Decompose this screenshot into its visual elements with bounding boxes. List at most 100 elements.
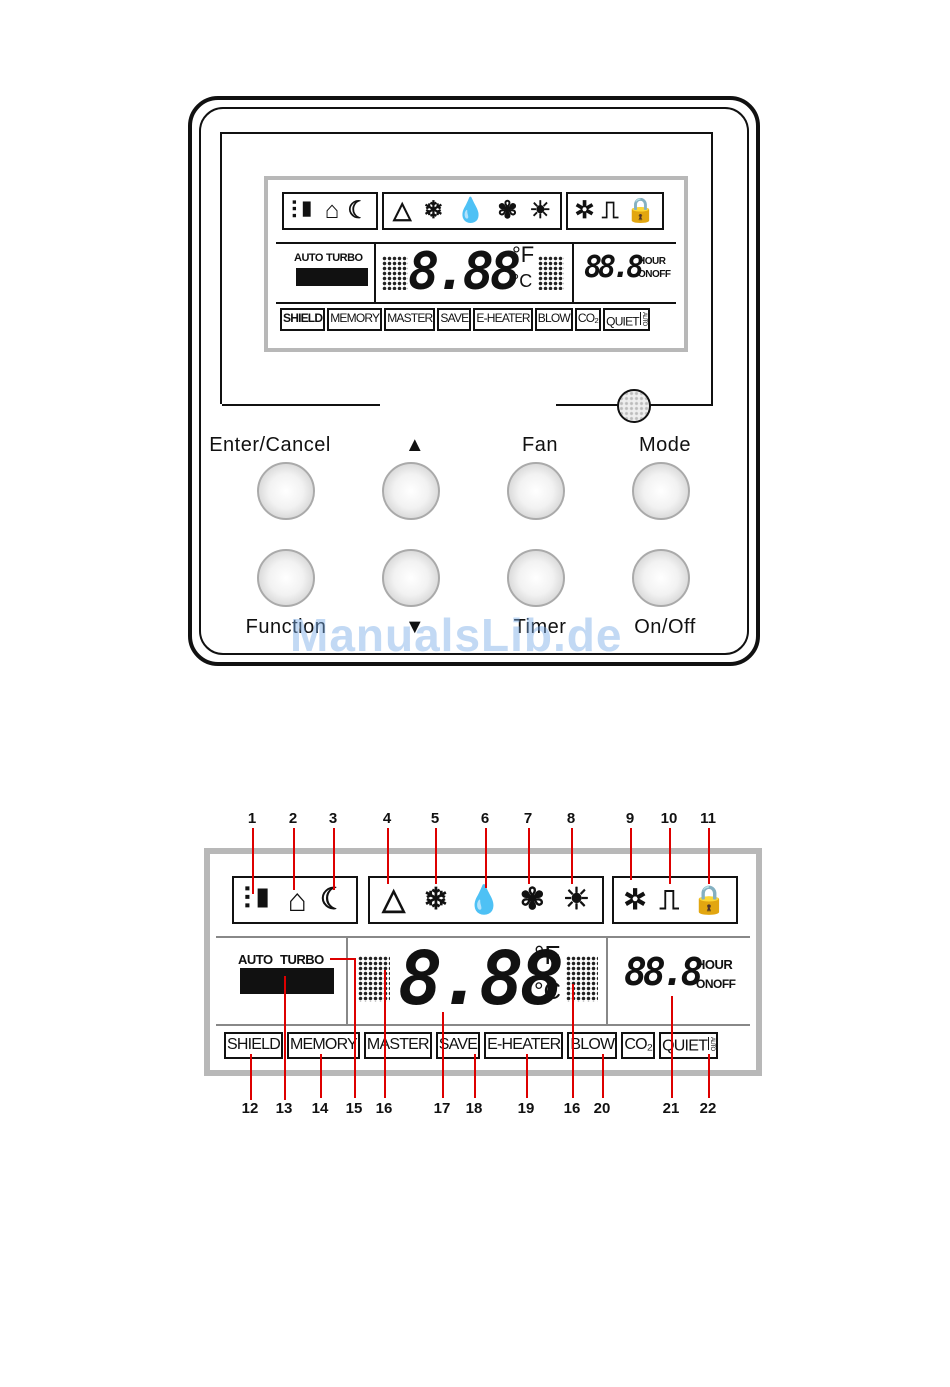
timer-button[interactable]: [507, 549, 565, 607]
tag-blow: BLOW: [567, 1032, 618, 1060]
swing-dots-left: [382, 256, 408, 290]
tag-co2: CO₂: [574, 308, 602, 332]
callout-line-13: [284, 976, 286, 1100]
callout-line-15: [354, 958, 356, 1098]
auto-label: AUTO: [294, 252, 323, 264]
enter-cancel-label: Enter/Cancel: [209, 434, 331, 456]
callout-line-21: [671, 996, 673, 1098]
onoff-label: ONOFF: [638, 269, 671, 280]
fan-icon: ✾: [497, 197, 518, 224]
callout-line-6: [485, 828, 487, 888]
hour-label: HOUR: [696, 957, 733, 972]
callout-14: 14: [311, 1100, 329, 1117]
cool-icon: ❄: [423, 197, 444, 224]
callout-22: 22: [699, 1100, 717, 1117]
callout-2: 2: [288, 810, 298, 827]
callout-line-4: [387, 828, 389, 884]
callout-11: 11: [700, 810, 716, 827]
lcd-detail: ⫶▮ ⌂ ☾ △ ❄ 💧 ✾ ☀ ✲ ⎍ 🔒 AUTO TURBO 8.88 °…: [204, 848, 762, 1076]
tag-blow: BLOW: [534, 308, 573, 332]
callout-line-17: [442, 1012, 444, 1098]
tag-co2: CO₂: [621, 1032, 656, 1060]
sleep-icon: ☾: [347, 197, 369, 224]
callout-3: 3: [328, 810, 338, 827]
temperature-digits: 8.88: [408, 242, 521, 302]
receiver-sensor: [617, 389, 651, 423]
enter-cancel-button[interactable]: [257, 462, 315, 520]
tag-shield: SHIELD: [280, 308, 326, 332]
tag-memory: MEMORY: [287, 1032, 360, 1060]
defrost-icon: ✲: [623, 884, 647, 915]
callout-line-10: [669, 828, 671, 884]
detail-icon-group-3: ✲ ⎍ 🔒: [612, 876, 738, 924]
turbo-label: TURBO: [280, 952, 324, 967]
callout-line-22: [708, 1054, 710, 1098]
callout-line-3: [333, 828, 335, 890]
defrost-icon: ✲: [574, 197, 595, 224]
down-arrow-label: ▼: [404, 616, 426, 638]
callout-21: 21: [662, 1100, 680, 1117]
temperature-digits: 8.88: [398, 936, 564, 1022]
tag-shield: SHIELD: [224, 1032, 283, 1060]
callout-19: 19: [517, 1100, 535, 1117]
callout-line-15-h: [330, 958, 356, 960]
fan-button[interactable]: [507, 462, 565, 520]
fahrenheit-unit: °F: [512, 242, 535, 267]
callout-line-7: [528, 828, 530, 884]
swing-dots-right: [538, 256, 564, 290]
gate-card-icon: ⎍: [601, 197, 619, 224]
lcd-screen-top: ⫶▮ ⌂ ☾ △ ❄ 💧 ✾ ☀ ✲ ⎍ 🔒 AUTO TURBO: [264, 176, 688, 352]
callout-line-5: [435, 828, 437, 884]
function-label: Function: [245, 616, 327, 638]
auto-mode-icon: △: [392, 197, 412, 224]
callout-line-14: [320, 1054, 322, 1098]
wired-controller: ⫶▮ ⌂ ☾ △ ❄ 💧 ✾ ☀ ✲ ⎍ 🔒 AUTO TURBO: [188, 96, 760, 666]
callout-line-16a: [384, 970, 386, 1098]
lock-icon: 🔒: [691, 884, 727, 915]
callout-line-19: [526, 1054, 528, 1098]
turbo-label: TURBO: [326, 252, 363, 264]
controller-inner-border: [199, 107, 749, 655]
mode-button[interactable]: [632, 462, 690, 520]
lock-icon: 🔒: [625, 197, 656, 224]
callout-12: 12: [241, 1100, 259, 1117]
auto-label: AUTO: [238, 952, 273, 967]
function-button[interactable]: [257, 549, 315, 607]
cool-icon: ❄: [423, 883, 449, 916]
celsius-unit: °C: [512, 271, 533, 291]
callout-18: 18: [465, 1100, 483, 1117]
home-icon: ⌂: [324, 197, 340, 224]
callout-line-20: [602, 1054, 604, 1098]
up-arrow-label: ▲: [404, 434, 426, 456]
icon-group-1: ⫶▮ ⌂ ☾: [282, 192, 378, 230]
onoff-label: ONOFF: [696, 977, 736, 991]
callout-line-16b: [572, 984, 574, 1098]
callout-line-2: [293, 828, 295, 890]
callout-line-1: [252, 828, 254, 894]
callout-line-9: [630, 828, 632, 880]
callout-7: 7: [523, 810, 533, 827]
tag-eheater: E-HEATER: [484, 1032, 564, 1060]
timer-digits: 88.8: [584, 250, 644, 285]
watermark: ManualsLib.de: [290, 609, 623, 661]
callout-line-12: [250, 1054, 252, 1100]
up-button[interactable]: [382, 462, 440, 520]
tag-eheater: E-HEATER: [473, 308, 533, 332]
mode-label: Mode: [638, 434, 692, 456]
home-icon: ⌂: [287, 882, 307, 918]
callout-5: 5: [430, 810, 440, 827]
heat-icon: ☀: [563, 883, 590, 916]
down-button[interactable]: [382, 549, 440, 607]
on-off-button[interactable]: [632, 549, 690, 607]
fan-speed-bar: [296, 268, 368, 286]
tag-memory: MEMORY: [327, 308, 383, 332]
callout-20: 20: [593, 1100, 611, 1117]
gate-card-icon: ⎍: [659, 884, 680, 915]
callout-8: 8: [566, 810, 576, 827]
callout-line-18: [474, 1054, 476, 1098]
callout-17: 17: [433, 1100, 451, 1117]
callout-10: 10: [660, 810, 678, 827]
fan-speed-bar: [240, 968, 334, 994]
callout-1: 1: [247, 810, 257, 827]
